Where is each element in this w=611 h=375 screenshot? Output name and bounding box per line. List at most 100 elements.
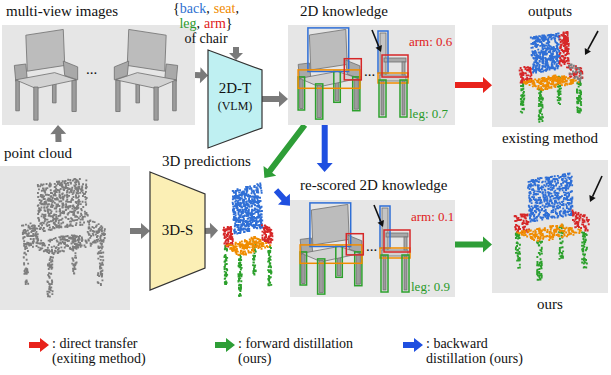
chair-part [63,61,77,80]
bounding-box [383,256,386,290]
class-name: seat [214,1,236,16]
class-name: leg [179,16,196,31]
pointer-line [374,205,381,221]
chair-part [72,80,76,112]
point-cloud [527,173,574,223]
pointer-line [372,30,379,46]
model-name: 3D-S [162,222,194,239]
chair-part [114,61,128,80]
illustration [492,160,608,293]
chair-part [317,85,321,117]
pointer-head [589,195,595,202]
chair-part [311,204,349,245]
ellipsis: ... [86,61,97,78]
block-arrow [264,123,308,178]
chair-render [14,29,77,120]
bounding-box [336,246,343,277]
class-name: of chair [184,31,227,46]
point-cloud [232,183,264,235]
class-name: { [173,1,180,16]
bounding-box [400,80,407,117]
bounding-box [353,77,360,111]
score-label: leg: 0.9 [411,280,450,295]
prediction-cloud: 3D predictions [218,178,276,300]
chair-part [16,80,20,111]
chair-part [173,80,177,111]
chair-part [26,29,65,71]
illustration [0,166,130,310]
chair-part [319,260,323,292]
class-name: , [206,1,210,16]
panel-heading: multi-view images [6,3,118,20]
trapezoid [150,172,205,290]
point-cloud [21,178,106,297]
legend-arrow [28,338,50,352]
illustration [218,178,276,300]
block-arrow [455,237,492,253]
chair-part [354,78,358,109]
bounding-box [378,31,388,73]
bounding-box [380,206,390,248]
chair-render [114,29,177,120]
ellipsis: ... [366,238,377,255]
model-type: (VLM) [218,100,253,114]
score-label: leg: 0.7 [409,107,448,122]
legend-text: : direct transfer (exiting method) [52,336,176,366]
pointer-line [588,31,598,50]
bounding-box [318,259,325,294]
trapezoid [208,50,262,148]
pointer-head [375,45,381,52]
class-name: , [197,16,201,31]
block-arrow [130,223,150,239]
block-arrow [50,125,66,142]
chair-part [34,87,38,120]
point-cloud [517,223,582,241]
pointer-head [377,220,383,227]
bounding-box [384,230,410,252]
pointer-line [593,176,602,197]
bounding-box [308,28,349,72]
legend-arrow [214,338,236,352]
teacher-trapezoid: 2D-T (VLM) [208,50,262,148]
bounding-box [381,255,388,292]
bounding-box [379,80,386,117]
chair-part [356,253,360,284]
legend-swatch [215,338,235,352]
point-cloud [530,33,561,74]
chair-part [127,29,166,71]
panel-heading: re-scored 2D knowledge [300,177,447,194]
score-label: arm: 0.6 [409,35,452,50]
bounding-box [334,71,341,102]
chair-part [116,80,120,112]
output-caption: ours [537,296,563,313]
block-arrow [455,77,492,93]
panel-ground [0,166,130,310]
panel-heading: 3D predictions [162,153,251,170]
block-arrow [274,188,290,206]
bounding-box [346,234,363,255]
legend-text: : backward distillation (ours) [426,336,550,366]
bounding-box [316,84,323,119]
class-list: {back,seat,leg,arm}of chair [150,1,262,46]
bounding-box [310,203,351,247]
output-panel: outputsexisting method [492,25,608,127]
legend-swatch [29,338,49,352]
bounding-box [298,77,305,110]
point-cloud-panel: point cloud [0,142,130,310]
bounding-box [404,256,407,290]
bounding-box [380,33,386,79]
class-name: back [180,1,206,16]
bounding-box [402,255,409,292]
bounding-box [382,55,408,77]
class-name: } [226,16,233,31]
model-name: 2D-T [219,80,252,97]
legend-text: : forward distillation (ours) [238,336,362,366]
panel-heading: outputs [528,3,572,20]
bounding-box [381,81,384,115]
bounding-box [300,252,307,285]
legend-swatch [403,338,423,352]
point-cloud [226,236,271,256]
block-arrow [195,67,208,83]
block-arrow [317,125,333,172]
